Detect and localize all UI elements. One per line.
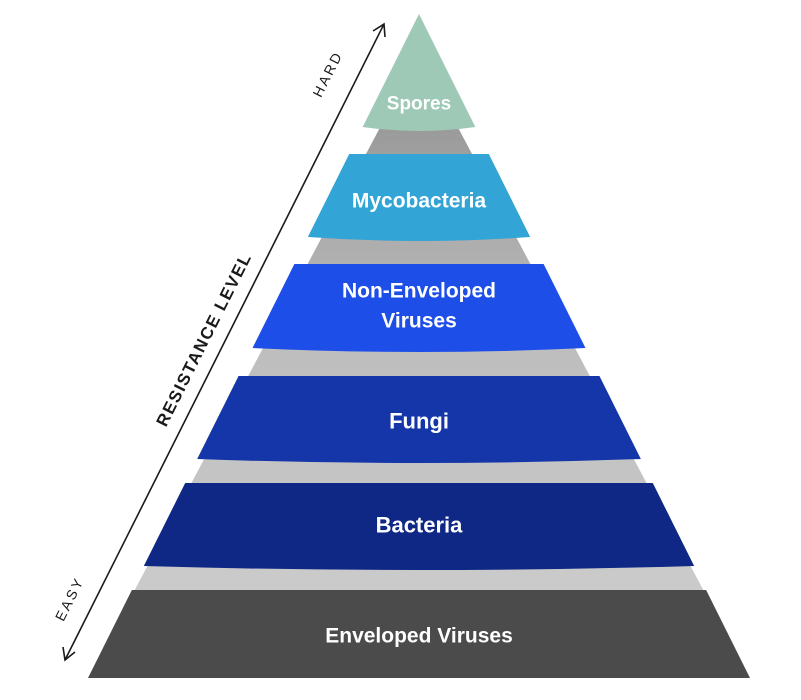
tier-shape: [362, 14, 476, 131]
axis-easy-label: EASY: [52, 574, 88, 624]
pyramid-tier-fungi: Fungi: [197, 376, 641, 463]
tier-label: Enveloped Viruses: [325, 625, 513, 648]
axis-arrowhead-easy: [62, 646, 76, 662]
tier-label: Mycobacteria: [352, 190, 487, 213]
tier-shape: [252, 264, 586, 352]
tier-label: Bacteria: [376, 513, 464, 538]
pyramid-tier-spores: Spores: [362, 14, 476, 131]
resistance-axis-line: [64, 23, 385, 661]
tier-label: Spores: [387, 94, 451, 115]
tier-label: Viruses: [381, 310, 457, 333]
tier-label: Fungi: [389, 409, 449, 434]
tier-shape: [88, 590, 750, 678]
pyramid-tiers: SporesMycobacteriaNon-EnvelopedVirusesFu…: [88, 14, 750, 678]
pyramid-tier-mycobacteria: Mycobacteria: [307, 154, 531, 241]
tier-shape: [197, 376, 641, 463]
pyramid-tier-bacteria: Bacteria: [143, 483, 695, 570]
axis-hard-label: HARD: [309, 48, 346, 100]
tier-shape: [143, 483, 695, 570]
tier-label: Non-Enveloped: [342, 279, 496, 302]
axis-arrowhead-hard: [372, 22, 386, 38]
pyramid-tier-enveloped-viruses: Enveloped Viruses: [88, 590, 750, 678]
tier-shape: [307, 154, 531, 241]
